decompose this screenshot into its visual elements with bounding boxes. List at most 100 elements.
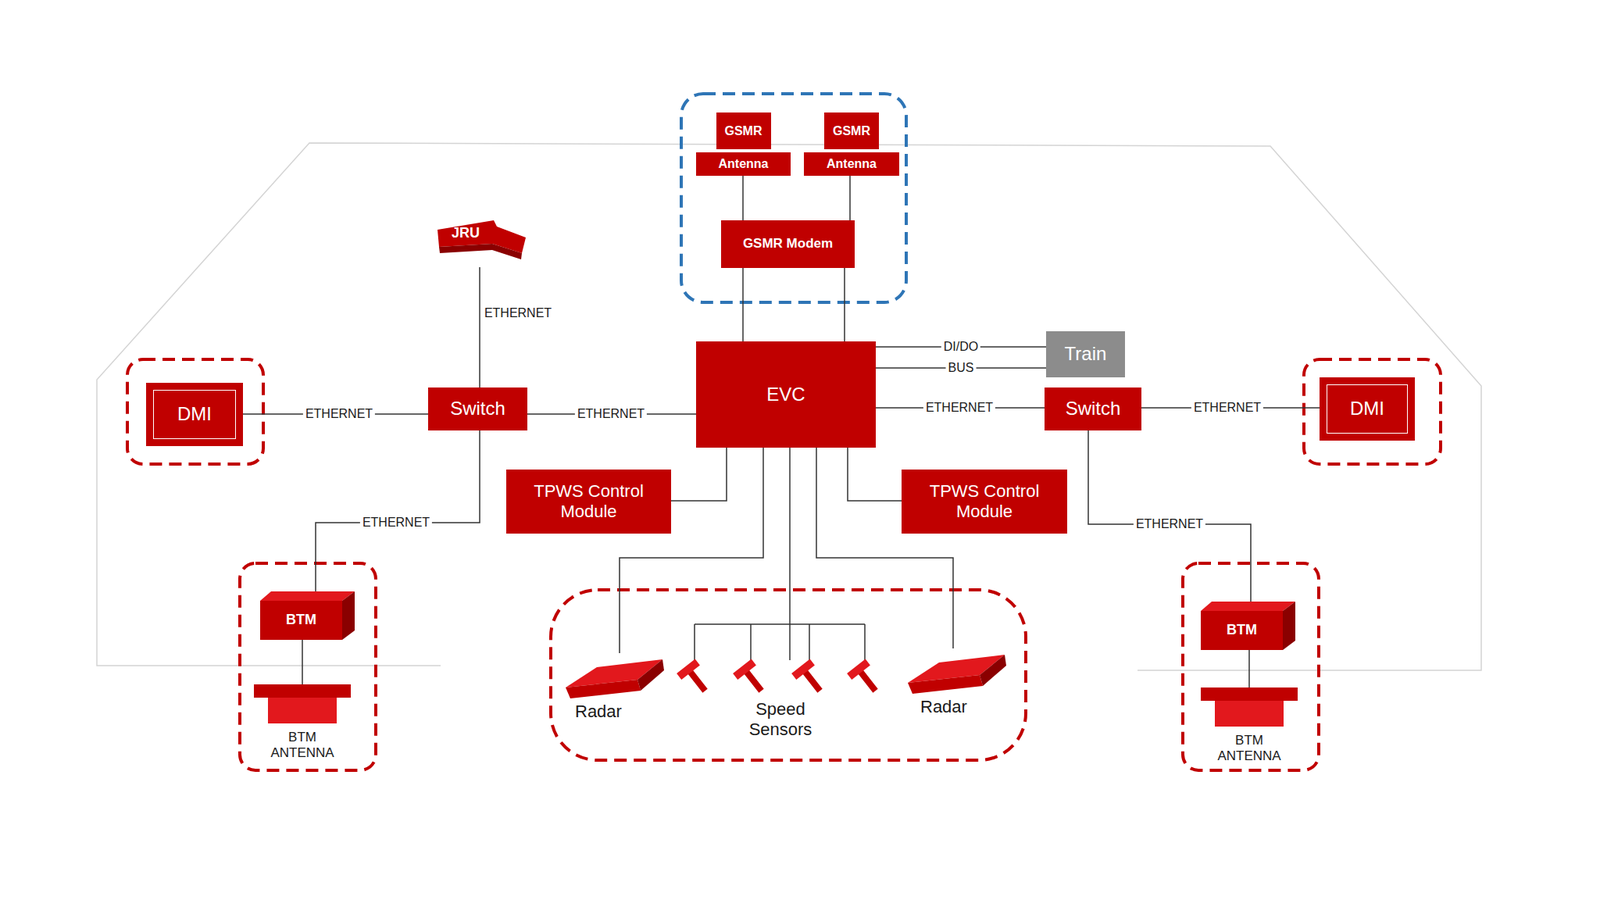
bus-drop [693,624,696,663]
process-box: Switch [428,387,528,431]
connector-label: ETHERNET [1191,400,1264,415]
speed-sensor-group: Speed Sensors [681,660,880,747]
connector-line [315,430,480,592]
node-label: Switch [1065,397,1122,421]
node-label: JRU [451,225,480,243]
box-top [260,591,355,601]
speed-sensor-icon [676,659,715,699]
antenna-plate: BTM ANTENNA [1196,687,1303,769]
radar-unit: Radar [564,653,668,732]
connector-line [1248,649,1250,688]
antenna-plate-top [253,684,351,698]
node-label: GSMR [824,112,879,150]
node-label: DMI [1350,397,1385,421]
connector-line [671,447,727,501]
sensor-head [676,659,700,680]
node-label: DMI [177,403,212,426]
radar-side [637,659,665,691]
bus-drop [864,624,866,663]
process-box: TPWS Control Module [506,469,672,534]
node-label: TPWS Control Module [522,481,656,523]
connector-line [847,447,902,501]
connector-line [742,175,744,221]
node-label: BTM [1200,610,1283,650]
group-outline [127,359,264,465]
display-box: DMI [146,382,243,447]
bus-drop [750,624,752,663]
connector-label: ETHERNET [575,407,647,422]
node-label: Radar [575,701,622,722]
box-side [342,591,355,640]
antenna-body [267,697,337,724]
radar-side [979,654,1007,686]
box-front [1200,610,1283,650]
node-label: Train [1064,342,1108,366]
sensor-head [846,659,871,680]
node-label: GSMR [716,112,772,150]
antenna-plate: BTM ANTENNA [249,684,356,766]
node-label: BTM ANTENNA [261,729,343,762]
train-box: Train [1046,331,1125,378]
recorder-box: JRU [437,220,528,268]
group-outline [239,563,376,771]
node-label: BTM ANTENNA [1208,732,1290,765]
recorder-edge [439,243,522,260]
node-label: Radar [920,696,968,718]
node-label: Switch [450,397,506,421]
bus-drop [808,624,811,663]
node-label: GSMR Modem [742,235,833,252]
group-outline [550,589,1026,761]
transmission-module: BTM [1200,601,1298,650]
connector-label: DI/DO [941,339,981,354]
shape-graphic [437,220,528,268]
process-box: EVC [696,341,876,448]
connector-line [843,267,846,342]
connector-line [1088,430,1251,602]
process-box: GSMR Modem [721,220,855,268]
sensor-head [732,659,757,680]
connector-label: BUS [946,360,977,375]
connector-line [301,639,304,685]
transmission-module: BTM [260,591,355,640]
connector-label: ETHERNET [303,407,375,422]
radar-unit: Radar [904,648,1011,727]
bus-wire [694,623,865,625]
node-label: BTM [260,600,343,640]
train-outline [96,142,1482,671]
connector-line [849,175,851,221]
speed-sensor-icon [846,659,885,699]
connector-label: ETHERNET [482,306,554,321]
sensor-bus [694,624,865,663]
speed-sensor-icon [791,659,829,699]
radar-front [907,675,983,694]
connector-line [478,267,481,388]
box-front [260,600,343,640]
radio-group-outline [681,93,907,303]
process-box: Switch [1044,387,1142,431]
connector-label: ETHERNET [360,515,433,530]
node-label: EVC [766,383,805,407]
box-side [1282,601,1296,650]
box-top [1200,601,1296,611]
connector-line [789,447,791,661]
display-box: DMI [1319,377,1415,441]
antenna-plate-top [1200,687,1298,701]
radar-icon [907,654,1007,694]
connector-line [742,267,744,342]
sensor-head [791,659,815,680]
node-label: Speed Sensors [733,699,828,741]
antenna-body [1214,700,1284,727]
connector-label: ETHERNET [1133,517,1206,532]
connector-label: ETHERNET [923,400,996,415]
node-label: Antenna [696,150,791,176]
group-outline [1303,359,1441,465]
node-label: Antenna [803,150,900,176]
node-label: TPWS Control Module [917,481,1051,523]
speed-sensor-icon [732,659,771,699]
process-box: TPWS Control Module [901,469,1068,534]
antenna-box: GSMRAntenna [696,112,791,176]
antenna-box: GSMRAntenna [803,112,900,176]
